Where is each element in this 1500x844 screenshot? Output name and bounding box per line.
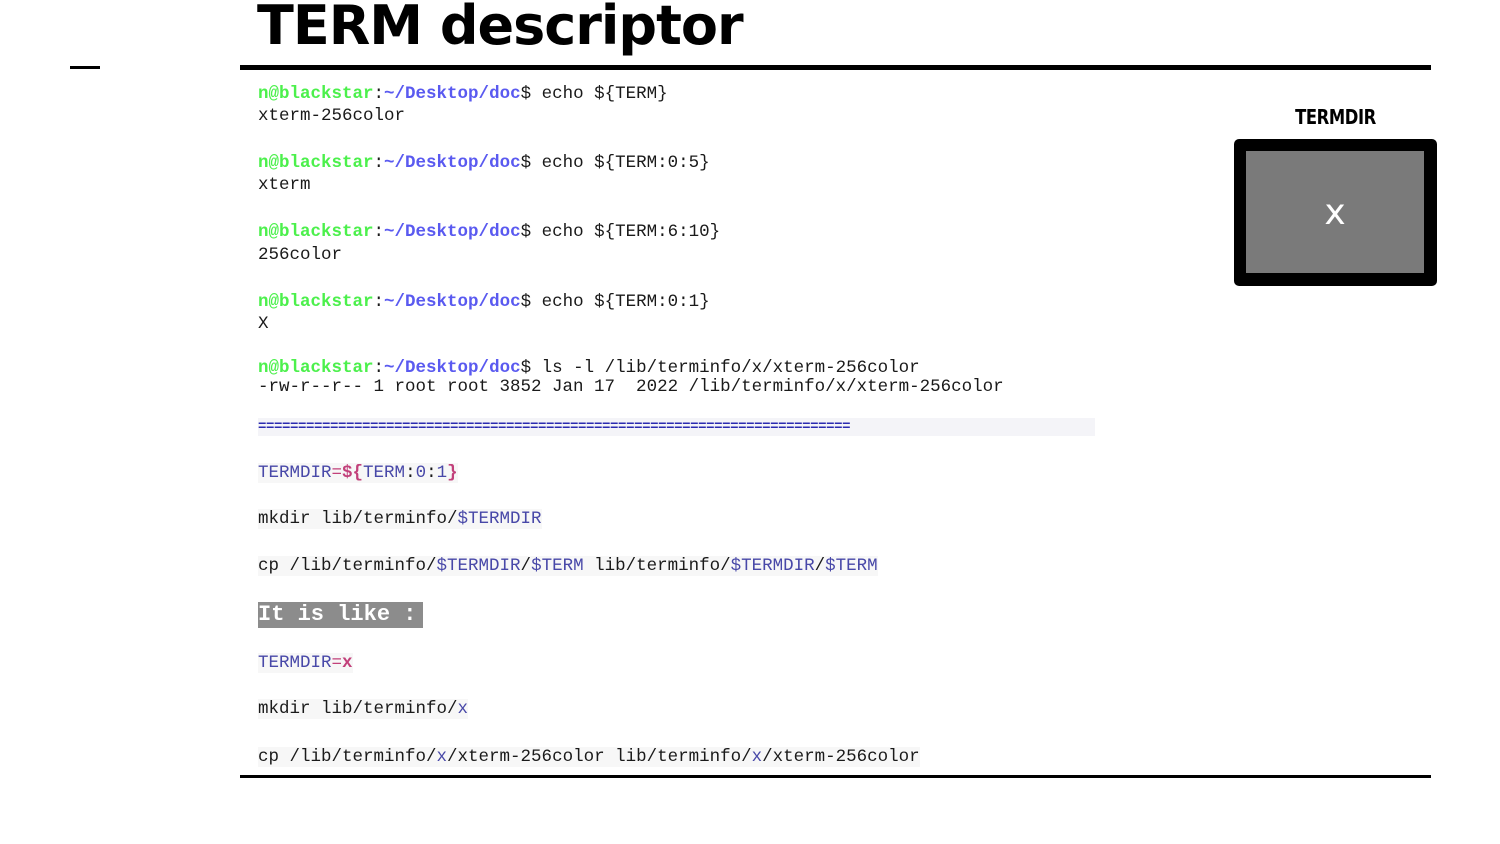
code-var: x: [751, 747, 763, 767]
prompt-dollar: $: [520, 153, 532, 173]
slide-dash-marker: [70, 66, 100, 69]
terminal-command-5: n@blackstar:~/Desktop/doc$ ls -l /lib/te…: [258, 357, 920, 379]
prompt-path: ~/Desktop/doc: [384, 84, 521, 104]
bottom-rule: [240, 775, 1431, 778]
code-op: =: [331, 463, 343, 483]
code-line-termdir-assign: TERMDIR=${TERM:0:1}: [258, 462, 458, 484]
prompt-colon: :: [373, 84, 385, 104]
prompt-dollar: $: [520, 358, 532, 378]
prompt-path: ~/Desktop/doc: [384, 358, 521, 378]
code-text: cp /lib/terminfo/: [258, 556, 437, 576]
command-text: ls -l /lib/terminfo/x/xterm-256color: [531, 358, 920, 378]
prompt-colon: :: [373, 222, 385, 242]
code-var: x: [457, 699, 469, 719]
prompt-colon: :: [373, 153, 385, 173]
code-text: mkdir lib/terminfo/: [258, 509, 458, 529]
code-value: x: [342, 653, 353, 673]
command-text: echo ${TERM}: [531, 84, 668, 104]
prompt-user: n@blackstar: [258, 84, 374, 104]
code-var: x: [436, 747, 448, 767]
code-colon: :: [426, 463, 437, 483]
code-var: TERMDIR: [258, 463, 332, 483]
expanded-line-cp: cp /lib/terminfo/x/xterm-256color lib/te…: [258, 746, 920, 768]
code-op: =: [331, 653, 343, 673]
prompt-dollar: $: [520, 222, 532, 242]
code-text: /: [520, 556, 532, 576]
prompt-path: ~/Desktop/doc: [384, 222, 521, 242]
code-brace: }: [447, 463, 458, 483]
terminal-output-3: 256color: [258, 245, 343, 265]
command-text: echo ${TERM:0:5}: [531, 153, 710, 173]
termdir-box: x: [1234, 139, 1437, 286]
code-var: $TERM: [531, 556, 584, 576]
prompt-path: ~/Desktop/doc: [384, 153, 521, 173]
code-line-cp: cp /lib/terminfo/$TERMDIR/$TERM lib/term…: [258, 555, 878, 577]
prompt-user: n@blackstar: [258, 292, 374, 312]
code-text: cp /lib/terminfo/: [258, 747, 437, 767]
termdir-value: x: [1246, 151, 1424, 273]
code-var: TERMDIR: [258, 653, 332, 673]
expanded-line-termdir-assign: TERMDIR=x: [258, 652, 353, 674]
code-var: $TERMDIR: [457, 509, 542, 529]
terminal-command-4: n@blackstar:~/Desktop/doc$ echo ${TERM:0…: [258, 291, 710, 313]
code-var: $TERM: [825, 556, 878, 576]
it-is-like-label: It is like :: [258, 602, 423, 628]
code-var: $TERMDIR: [436, 556, 521, 576]
code-colon: :: [405, 463, 416, 483]
termdir-label: TERMDIR: [1295, 105, 1376, 129]
prompt-colon: :: [373, 292, 385, 312]
prompt-dollar: $: [520, 292, 532, 312]
terminal-output-4: X: [258, 314, 269, 334]
command-text: echo ${TERM:0:1}: [531, 292, 710, 312]
code-var: TERM: [363, 463, 406, 483]
separator-line: ========================================…: [258, 418, 1095, 436]
terminal-output-5: -rw-r--r-- 1 root root 3852 Jan 17 2022 …: [258, 377, 1004, 397]
prompt-path: ~/Desktop/doc: [384, 292, 521, 312]
code-text: /xterm-256color: [762, 747, 920, 767]
code-text: mkdir lib/terminfo/: [258, 699, 458, 719]
code-text: lib/terminfo/: [583, 556, 731, 576]
title-underline: [240, 65, 1431, 70]
code-line-mkdir: mkdir lib/terminfo/$TERMDIR: [258, 508, 542, 530]
slide-title: TERM descriptor: [257, 0, 744, 57]
terminal-output-1: xterm-256color: [258, 106, 406, 126]
code-number: 0: [415, 463, 427, 483]
command-text: echo ${TERM:6:10}: [531, 222, 721, 242]
code-number: 1: [436, 463, 448, 483]
terminal-command-2: n@blackstar:~/Desktop/doc$ echo ${TERM:0…: [258, 152, 710, 174]
code-brace: ${: [342, 463, 364, 483]
prompt-dollar: $: [520, 84, 532, 104]
code-var: $TERMDIR: [730, 556, 815, 576]
prompt-colon: :: [373, 358, 385, 378]
expanded-line-mkdir: mkdir lib/terminfo/x: [258, 698, 469, 720]
terminal-command-1: n@blackstar:~/Desktop/doc$ echo ${TERM}: [258, 83, 668, 105]
terminal-output-2: xterm: [258, 175, 311, 195]
prompt-user: n@blackstar: [258, 153, 374, 173]
code-text: /xterm-256color lib/terminfo/: [447, 747, 752, 767]
prompt-user: n@blackstar: [258, 222, 374, 242]
code-text: /: [814, 556, 826, 576]
prompt-user: n@blackstar: [258, 358, 374, 378]
terminal-command-3: n@blackstar:~/Desktop/doc$ echo ${TERM:6…: [258, 221, 720, 243]
